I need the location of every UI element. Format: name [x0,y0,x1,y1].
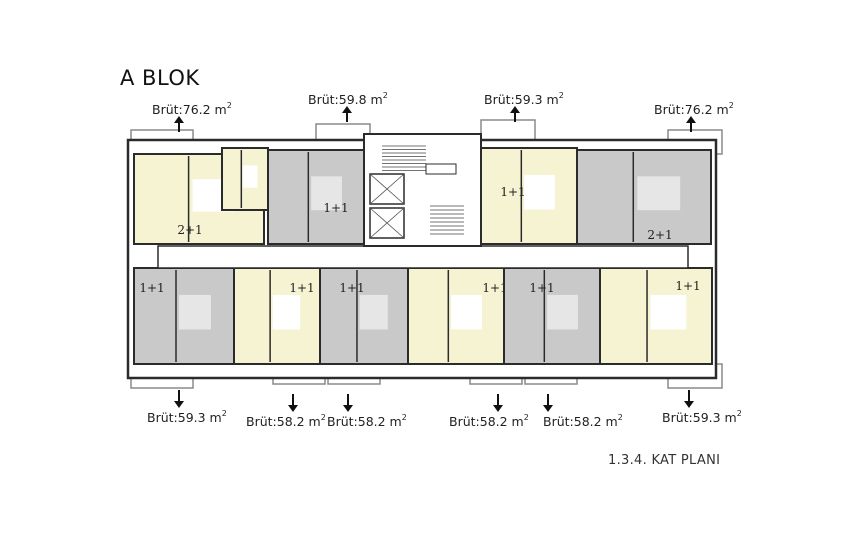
gross-area-label: Brüt:58.2 m2 [543,413,623,430]
arrow-down-icon [343,394,353,412]
unit-exponent: 2 [226,101,232,110]
apartment-bot-6 [599,267,713,365]
wall-line [369,207,405,239]
arrow-down-icon [174,390,184,408]
gross-area-label: Brüt:76.2 m2 [654,101,734,118]
unit-type-label: 1+1 [139,281,164,295]
bed-icon [359,294,388,330]
bed-icon [524,174,555,210]
gross-area-value: Brüt:59.3 m [662,410,737,426]
wall-line [369,173,405,205]
gross-area-value: Brüt:59.3 m [147,410,222,426]
bed-icon [650,294,687,330]
gross-area-value: Brüt:59.3 m [484,92,559,108]
unit-exponent: 2 [523,413,529,422]
gross-area-label: Brüt:76.2 m2 [152,101,232,118]
gross-area-value: Brüt:59.8 m [308,92,383,108]
unit-type-label: 1+1 [675,279,700,293]
gross-area-label: Brüt:59.3 m2 [147,409,227,426]
unit-exponent: 2 [736,409,742,418]
bed-icon [272,294,301,330]
gross-area-label: Brüt:58.2 m2 [246,413,326,430]
unit-exponent: 2 [221,409,227,418]
gross-area-value: Brüt:58.2 m [327,414,402,430]
gross-area-label: Brüt:59.3 m2 [662,409,742,426]
unit-type-label: 2+1 [177,223,202,237]
gross-area-value: Brüt:58.2 m [246,414,321,430]
shaft [425,163,457,175]
arrow-up-icon [174,116,184,132]
unit-type-label: 2+1 [647,228,672,242]
unit-type-label: 1+1 [323,201,348,215]
arrow-up-icon [510,106,520,122]
unit-type-label: 1+1 [289,281,314,295]
gross-area-label: Brüt:59.8 m2 [308,91,388,108]
bed-icon [547,294,578,330]
arrow-down-icon [543,394,553,412]
bed-icon [637,176,681,211]
bed-icon [242,165,258,188]
unit-type-label: 1+1 [482,281,507,295]
gross-area-label: Brüt:58.2 m2 [327,413,407,430]
arrow-down-icon [684,390,694,408]
gross-area-value: Brüt:76.2 m [152,102,227,118]
unit-type-label: 1+1 [339,281,364,295]
arrow-down-icon [493,394,503,412]
arrow-up-icon [342,106,352,122]
unit-type-label: 1+1 [529,281,554,295]
apartment-top-4 [576,149,712,245]
unit-exponent: 2 [401,413,407,422]
gross-area-value: Brüt:58.2 m [543,414,618,430]
arrow-up-icon [686,116,696,132]
unit-exponent: 2 [320,413,326,422]
bed-icon [179,294,211,330]
unit-exponent: 2 [728,101,734,110]
gross-area-label: Brüt:58.2 m2 [449,413,529,430]
plan-caption: 1.3.4. KAT PLANI [608,453,721,468]
unit-exponent: 2 [382,91,388,100]
bed-icon [451,294,482,330]
unit-exponent: 2 [558,91,564,100]
apartment-top-1b [221,147,269,211]
unit-exponent: 2 [617,413,623,422]
unit-type-label: 1+1 [500,185,525,199]
gross-area-value: Brüt:58.2 m [449,414,524,430]
block-title: A BLOK [120,66,200,90]
corridor [157,245,689,269]
arrow-down-icon [288,394,298,412]
bed-icon [311,176,342,211]
gross-area-value: Brüt:76.2 m [654,102,729,118]
gross-area-label: Brüt:59.3 m2 [484,91,564,108]
